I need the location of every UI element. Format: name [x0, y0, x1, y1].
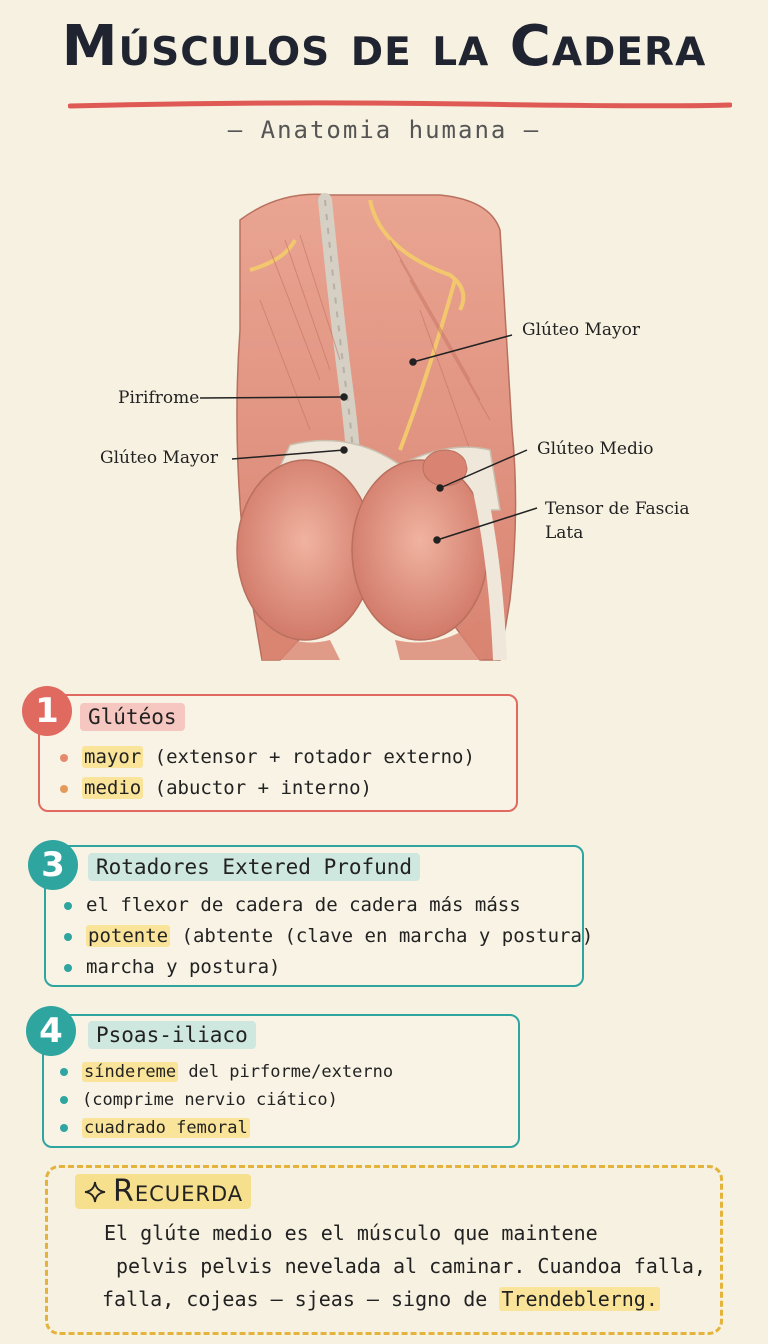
card-gluteos-number-badge: 1 — [22, 686, 72, 736]
list-item: cuadrado femoral — [56, 1114, 393, 1142]
label-gluteo-medio: Glúteo Medio — [537, 439, 654, 459]
card-rotadores-title: Rotadores Extered Profund — [88, 853, 421, 881]
list-item: síndereme del pirforme/externo — [56, 1058, 393, 1086]
recuerda-line-2: pelvis pelvis nevelada al caminar. Cuand… — [116, 1254, 707, 1278]
card-psoas-list: síndereme del pirforme/externo (comprime… — [56, 1058, 393, 1142]
card-rotadores-number-badge: 3 — [28, 840, 78, 890]
card-rotadores-list: el flexor de cadera de cadera más máss p… — [60, 890, 593, 983]
recuerda-box — [45, 1165, 723, 1335]
title-underline — [68, 100, 732, 109]
label-gluteo-mayor-right: Glúteo Mayor — [522, 320, 641, 340]
card-psoas-title: Psoas-iliaco — [88, 1021, 256, 1049]
recuerda-title: Recuerda — [75, 1174, 252, 1209]
card-psoas-number-badge: 4 — [26, 1006, 76, 1056]
list-item: potente (abtente (clave en marcha y post… — [60, 921, 593, 952]
label-tensor-fascia-line2: Lata — [545, 523, 584, 543]
page-title: Músculos de la Cadera — [61, 14, 707, 79]
label-tensor-fascia-line1: Tensor de Fascia — [545, 499, 690, 519]
sparkle-icon — [84, 1181, 106, 1203]
card-gluteos-title: Glútéos — [80, 703, 185, 731]
list-item: (comprime nervio ciático) — [56, 1086, 393, 1114]
card-gluteos-list: mayor (extensor + rotador externo) medio… — [56, 742, 475, 804]
label-piriforme: Pirifrome — [118, 388, 200, 408]
page-subtitle: — Anatomia humana — — [227, 116, 541, 144]
list-item: medio (abuctor + interno) — [56, 773, 475, 804]
recuerda-line-1: El glúte medio es el músculo que mainten… — [104, 1221, 598, 1245]
list-item: marcha y postura) — [60, 952, 593, 983]
list-item: mayor (extensor + rotador externo) — [56, 742, 475, 773]
hip-anatomy-illustration — [199, 193, 538, 661]
recuerda-line-3: falla, cojeas – sjeas – signo de Trendeb… — [102, 1287, 660, 1311]
list-item: el flexor de cadera de cadera más máss — [60, 890, 593, 921]
label-gluteo-mayor-left: Glúteo Mayor — [100, 448, 219, 468]
